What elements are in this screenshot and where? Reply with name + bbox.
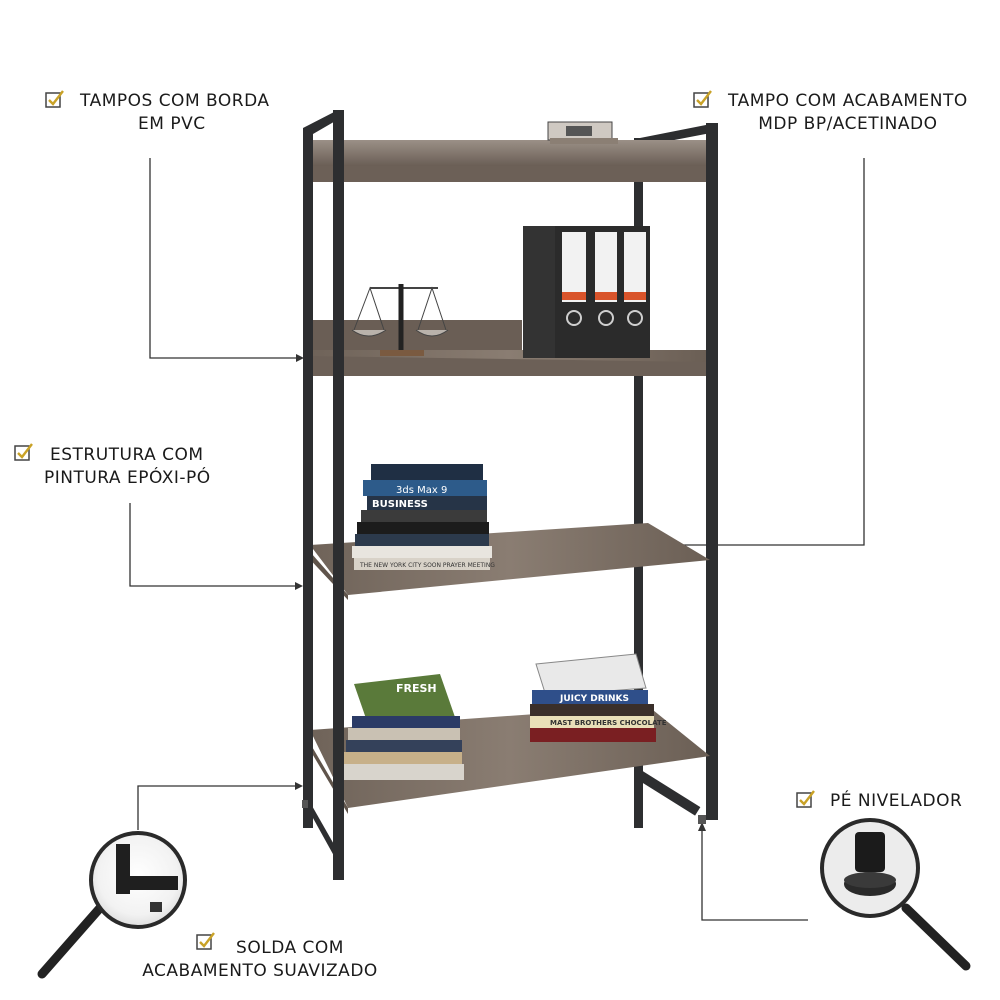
callout-estrutura: ESTRUTURA COM PINTURA EPÓXI-PÓ: [44, 444, 211, 490]
book-title-juicy: JUICY DRINKS: [559, 694, 629, 704]
leader-estrutura: [129, 503, 298, 587]
book-title-3dsmax: 3ds Max 9: [396, 485, 447, 496]
callout-tampo-acabamento-line2: MDP BP/ACETINADO: [758, 114, 938, 134]
leader-solda: [137, 785, 298, 830]
book-stack-middle: 3ds Max 9 BUSINESS THE NEW YORK CITY SOO…: [352, 464, 495, 570]
checkmark-icon: [45, 90, 64, 108]
callout-solda-line1: SOLDA COM: [236, 938, 344, 958]
checkmark-icon: [796, 790, 815, 808]
back-panel-2: [312, 320, 522, 354]
callout-estrutura-line1: ESTRUTURA COM: [50, 445, 204, 465]
book-title-fresh: FRESH: [396, 682, 437, 695]
front-frame: [302, 110, 706, 880]
callout-solda-line2: ACABAMENTO SUAVIZADO: [142, 961, 378, 981]
callout-tampos-borda-line1: TAMPOS COM BORDA: [80, 91, 270, 111]
magnifier-icon: [37, 831, 187, 979]
top-shelf-object: [547, 121, 618, 144]
binders: [523, 226, 650, 358]
callout-lines: [129, 158, 865, 921]
leader-tampos-borda: [149, 158, 300, 359]
callout-estrutura-line2: PINTURA EPÓXI-PÓ: [44, 468, 211, 488]
magnifier-icon: [820, 818, 971, 971]
checkmark-icon: [196, 932, 215, 950]
checkmark-icon: [693, 90, 712, 108]
checkmark-icon: [14, 443, 33, 461]
balance-scale: [351, 284, 449, 356]
callout-tampo-acabamento: TAMPO COM ACABAMENTO MDP BP/ACETINADO: [728, 90, 968, 136]
shelf-1: [304, 140, 706, 182]
callout-tampo-acabamento-line1: TAMPO COM ACABAMENTO: [728, 91, 968, 111]
book-stack-bottom-left: FRESH: [344, 674, 464, 780]
callout-tampos-borda: TAMPOS COM BORDA EM PVC: [80, 90, 270, 136]
book-stack-bottom-right: JUICY DRINKS MAST BROTHERS CHOCOLATE: [530, 653, 667, 742]
book-title-mast: MAST BROTHERS CHOCOLATE: [550, 719, 667, 727]
callout-solda: SOLDA COM ACABAMENTO SUAVIZADO: [140, 937, 380, 983]
book-title-business: BUSINESS: [372, 499, 428, 510]
callout-tampos-borda-line2: EM PVC: [138, 114, 206, 134]
leader-pe-nivelador: [701, 828, 808, 921]
callout-pe-nivelador: PÉ NIVELADOR: [830, 790, 962, 813]
callout-pe-nivelador-line1: PÉ NIVELADOR: [830, 791, 963, 811]
book-title-prayer: THE NEW YORK CITY SOON PRAYER MEETING: [359, 562, 495, 569]
leader-tampo-acabamento: [652, 158, 865, 546]
